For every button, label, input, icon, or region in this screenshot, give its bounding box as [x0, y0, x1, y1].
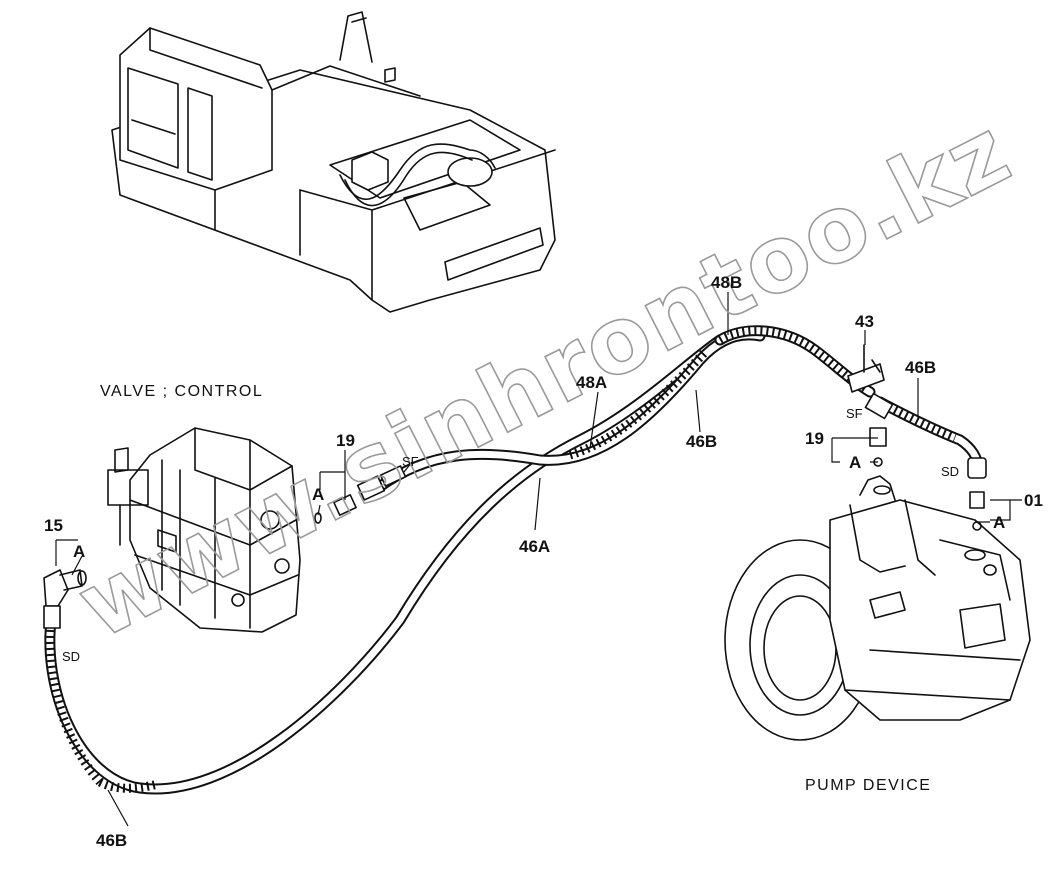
fitting-19-right — [864, 392, 894, 467]
fitting-01-right — [967, 457, 987, 531]
hose-46A — [44, 334, 726, 795]
part-label-46A: 46A — [519, 537, 550, 556]
control-valve-illustration — [107, 427, 301, 633]
part-label-15: 15 — [44, 516, 63, 535]
code-A-19-left: A — [312, 485, 324, 504]
part-label-19-right: 19 — [805, 429, 824, 448]
code-A-15: A — [73, 542, 85, 561]
part-label-46B-right: 46B — [905, 358, 936, 377]
excavator-illustration — [111, 11, 556, 313]
fitting-19-left — [314, 465, 407, 524]
fitting-15-elbow — [43, 569, 87, 629]
part-label-01: 01 — [1024, 491, 1043, 510]
fitting-43-clamp — [847, 344, 885, 393]
code-SF-right: SF — [846, 406, 863, 421]
code-A-19-right: A — [849, 453, 861, 472]
pump-device-label: PUMP DEVICE — [805, 777, 931, 794]
part-label-48A: 48A — [576, 373, 607, 392]
valve-control-label: VALVE ; CONTROL — [100, 383, 263, 400]
part-label-19-left: 19 — [336, 431, 355, 450]
hose-46B-right — [874, 396, 984, 474]
code-SD-right: SD — [941, 464, 959, 479]
part-label-43: 43 — [855, 312, 874, 331]
code-SD-left: SD — [62, 649, 80, 664]
part-label-46B-bottom: 46B — [96, 831, 127, 850]
part-label-48B: 48B — [711, 273, 742, 292]
leaders — [55, 292, 1022, 827]
code-A-01: A — [993, 513, 1005, 532]
pump-device-illustration — [724, 475, 1031, 741]
code-SF-center: SF — [402, 454, 419, 469]
part-label-46B-center: 46B — [686, 432, 717, 451]
